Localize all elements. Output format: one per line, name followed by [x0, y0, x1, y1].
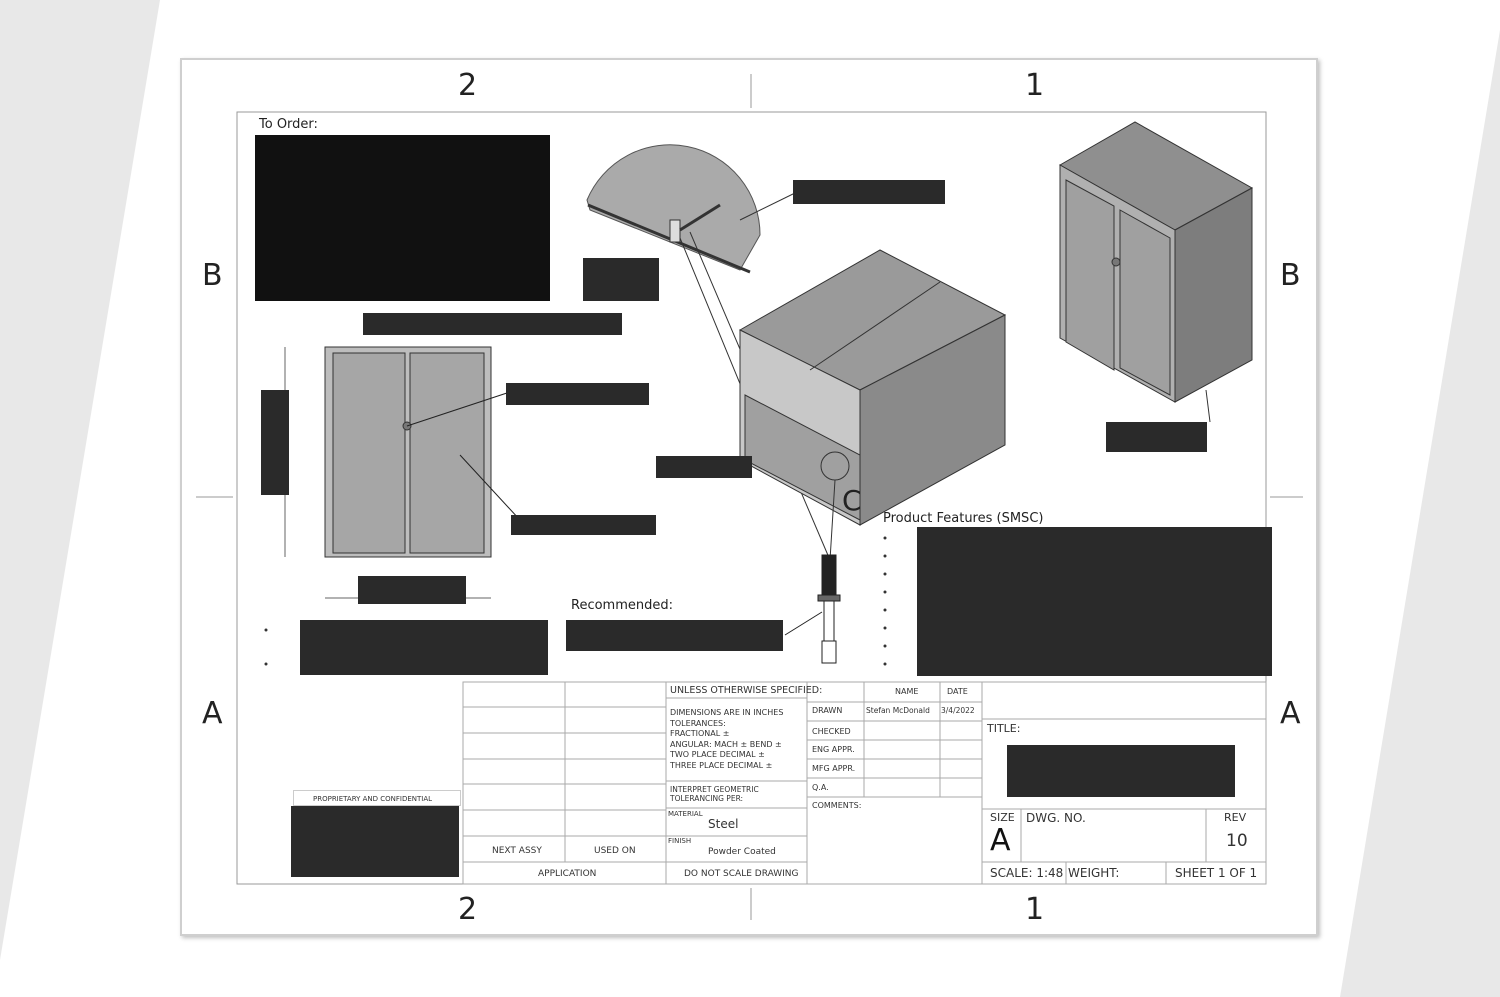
isometric-view-open: [738, 249, 1211, 561]
row-checked-label: CHECKED: [812, 727, 851, 736]
row-qa-label: Q.A.: [812, 783, 829, 792]
redacted-block: [917, 527, 1272, 676]
zone-left-b: B: [202, 258, 223, 293]
proprietary-label: PROPRIETARY AND CONFIDENTIAL: [313, 795, 433, 803]
detail-c-label: C: [842, 484, 862, 517]
redacted-block: [1106, 422, 1207, 452]
row-drawn-label: DRAWN: [812, 706, 843, 715]
row-eng-appr-label: ENG APPR.: [812, 745, 855, 754]
redacted-block: [261, 390, 289, 495]
weight-label: WEIGHT:: [1068, 866, 1120, 880]
redacted-block: [291, 806, 459, 877]
redacted-block: [583, 258, 659, 301]
zone-right-a: A: [1280, 696, 1301, 731]
redacted-block: [793, 180, 945, 204]
tolerance-line: ANGULAR: MACH ± BEND ±: [670, 739, 782, 749]
finish-label: FINISH: [668, 837, 692, 845]
rev-value: 10: [1226, 831, 1248, 851]
redacted-block: [358, 576, 466, 604]
used-on-label: USED ON: [594, 846, 636, 856]
tolerance-line: TWO PLACE DECIMAL ±: [670, 750, 765, 759]
row-mfg-appr-label: MFG APPR.: [812, 764, 856, 773]
tolerance-line: DIMENSIONS ARE IN INCHES: [670, 708, 784, 717]
rev-label: REV: [1224, 811, 1247, 824]
date-header: DATE: [947, 687, 968, 696]
material-label: MATERIAL: [668, 810, 703, 818]
zone-left-a: A: [202, 696, 223, 731]
interpret-line: INTERPRET GEOMETRIC: [670, 785, 759, 794]
tolerance-line: THREE PLACE DECIMAL ±: [670, 760, 773, 770]
tolerance-line: FRACTIONAL ±: [670, 729, 730, 738]
comments-label: COMMENTS:: [812, 801, 862, 810]
zone-right-b: B: [1280, 258, 1301, 293]
redacted-block: [506, 383, 649, 405]
proprietary-box: [293, 790, 461, 806]
redacted-block: [656, 456, 752, 478]
unless-specified-label: UNLESS OTHERWISE SPECIFIED:: [670, 685, 823, 696]
product-features-label: Product Features (SMSC): [883, 511, 1044, 526]
size-value: A: [990, 823, 1011, 858]
dwg-no-label: DWG. NO.: [1026, 811, 1086, 825]
zone-bottom-2: 2: [458, 892, 478, 927]
recommended-label: Recommended:: [571, 598, 673, 613]
redacted-block: [566, 620, 783, 651]
do-not-scale-label: DO NOT SCALE DRAWING: [684, 869, 799, 879]
redacted-block: [300, 620, 548, 675]
isometric-view-closed: [1058, 121, 1254, 403]
drawn-date: 3/4/2022: [941, 706, 975, 715]
bullet-points: [264, 536, 887, 666]
name-header: NAME: [895, 687, 919, 696]
bolt-detail: [784, 554, 841, 664]
scale-label: SCALE: 1:48: [990, 866, 1064, 880]
detail-view-c: [586, 144, 831, 561]
finish-value: Powder Coated: [708, 847, 776, 857]
zone-top-1: 1: [1025, 68, 1045, 103]
sheet-label: SHEET 1 OF 1: [1175, 866, 1258, 880]
to-order-label: To Order:: [259, 117, 318, 132]
redacted-block: [255, 135, 550, 301]
material-value: Steel: [708, 817, 739, 831]
redacted-block: [511, 515, 656, 535]
redacted-block: [363, 313, 622, 335]
zone-top-2: 2: [458, 68, 478, 103]
interpret-line: TOLERANCING PER:: [670, 794, 744, 803]
tolerances-block: DIMENSIONS ARE IN INCHES TOLERANCES: FRA…: [670, 708, 783, 771]
front-view: [284, 346, 521, 599]
title-label: TITLE:: [987, 722, 1021, 735]
next-assy-label: NEXT ASSY: [492, 846, 542, 856]
drawn-name: Stefan McDonald: [866, 706, 930, 715]
size-label: SIZE: [990, 811, 1015, 824]
tolerance-line: TOLERANCES:: [670, 718, 726, 728]
redacted-title: [1007, 745, 1235, 797]
application-label: APPLICATION: [538, 869, 597, 879]
zone-bottom-1: 1: [1025, 892, 1045, 927]
interpret-label: INTERPRET GEOMETRIC TOLERANCING PER:: [670, 785, 759, 803]
